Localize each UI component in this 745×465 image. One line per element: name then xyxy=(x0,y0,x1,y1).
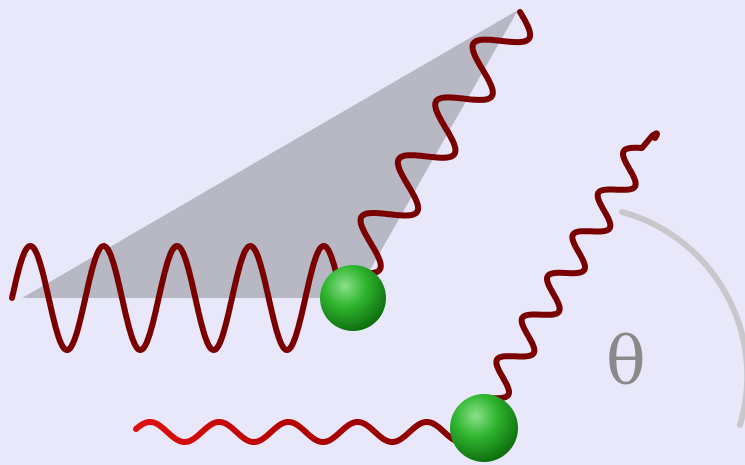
incoming-wave-top xyxy=(9,243,345,353)
scatter-sphere-bottom xyxy=(450,394,518,462)
scatter-sphere-top xyxy=(320,265,386,331)
incoming-wave-bottom xyxy=(133,419,485,445)
outgoing-wave-bottom xyxy=(487,130,660,402)
incident-triangle xyxy=(22,10,518,298)
angle-label: θ xyxy=(606,323,646,400)
outgoing-wave-top xyxy=(349,9,534,277)
angle-arc xyxy=(619,209,745,428)
